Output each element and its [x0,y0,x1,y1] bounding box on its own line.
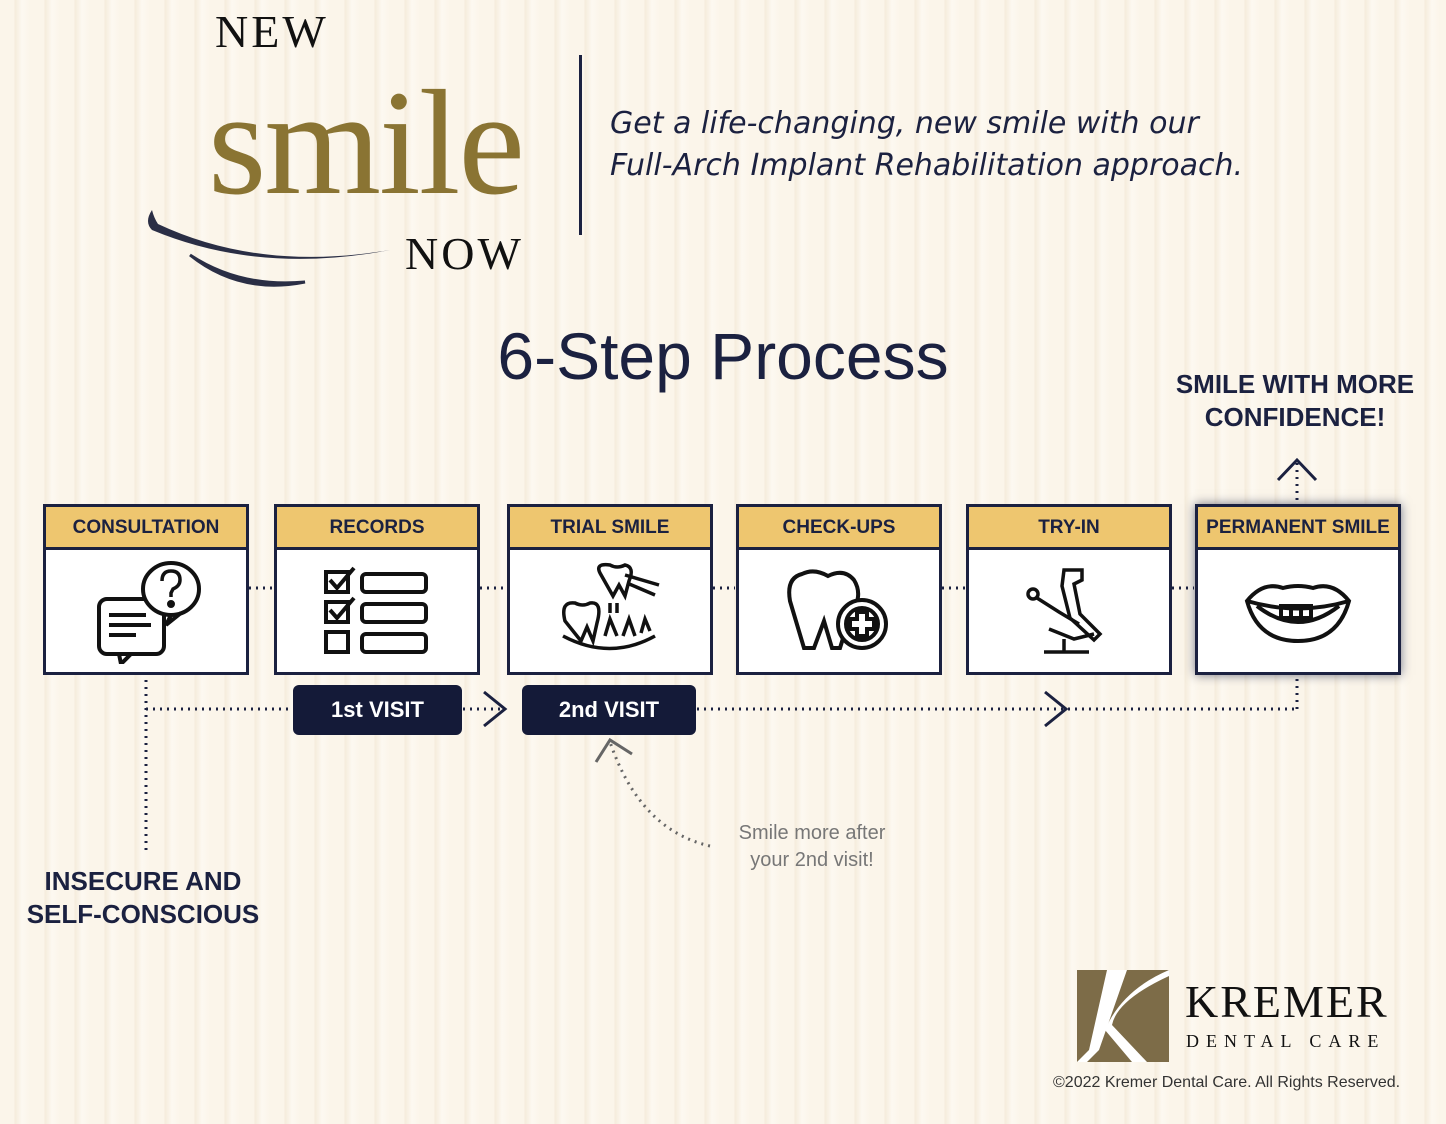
step-records: RECORDS [274,504,480,675]
tooth-extraction-icon [562,562,660,651]
brand-name: KREMER [1185,976,1389,1027]
step-label: CONSULTATION [46,507,246,550]
step-label: PERMANENT SMILE [1198,507,1398,550]
dental-chair-icon [1026,567,1103,654]
divider [579,55,582,235]
smile-teeth-icon [1244,584,1352,644]
brand-subtitle: DENTAL CARE [1186,1031,1386,1051]
end-label-line1: SMILE WITH MORE [1175,369,1415,399]
note-line2: your 2nd visit! [750,849,874,871]
visit-note: Smile more after your 2nd visit! [712,820,912,874]
chat-question-icon [97,560,201,664]
step-label: TRY-IN [969,507,1169,550]
first-visit-badge: 1st VISIT [293,685,462,735]
note-line1: Smile more after [738,822,886,844]
step-consultation: CONSULTATION [43,504,249,675]
logo-now: NOW [405,228,524,279]
copyright: ©2022 Kremer Dental Care. All Rights Res… [1053,1074,1401,1091]
tagline-line1: Get a life-changing, new smile with our [610,106,1199,141]
tooth-plus-icon [787,569,888,650]
end-label: SMILE WITH MORE CONFIDENCE! [1155,368,1435,434]
step-check-ups: CHECK-UPS [736,504,942,675]
tagline-line2: Full-Arch Implant Rehabilitation approac… [610,148,1244,183]
step-label: CHECK-UPS [739,507,939,550]
step-trial-smile: TRIAL SMILE [507,504,713,675]
step-permanent-smile: PERMANENT SMILE [1195,504,1401,675]
smile-swoosh-icon [148,210,390,287]
second-visit-badge: 2nd VISIT [522,685,696,735]
tagline: Get a life-changing, new smile with our … [610,103,1243,187]
kremer-logo-icon [1077,970,1169,1062]
start-label-line2: SELF-CONSCIOUS [26,899,260,929]
step-label: RECORDS [277,507,477,550]
page-title: 6-Step Process [497,319,949,393]
start-label: INSECURE AND SELF-CONSCIOUS [0,865,286,931]
step-label: TRIAL SMILE [510,507,710,550]
start-label-line1: INSECURE AND [44,866,242,896]
logo-smile: smile [208,60,525,226]
logo-new: NEW [215,6,329,57]
end-label-line2: CONFIDENCE! [1204,402,1386,432]
checklist-icon [324,566,428,654]
step-try-in: TRY-IN [966,504,1172,675]
